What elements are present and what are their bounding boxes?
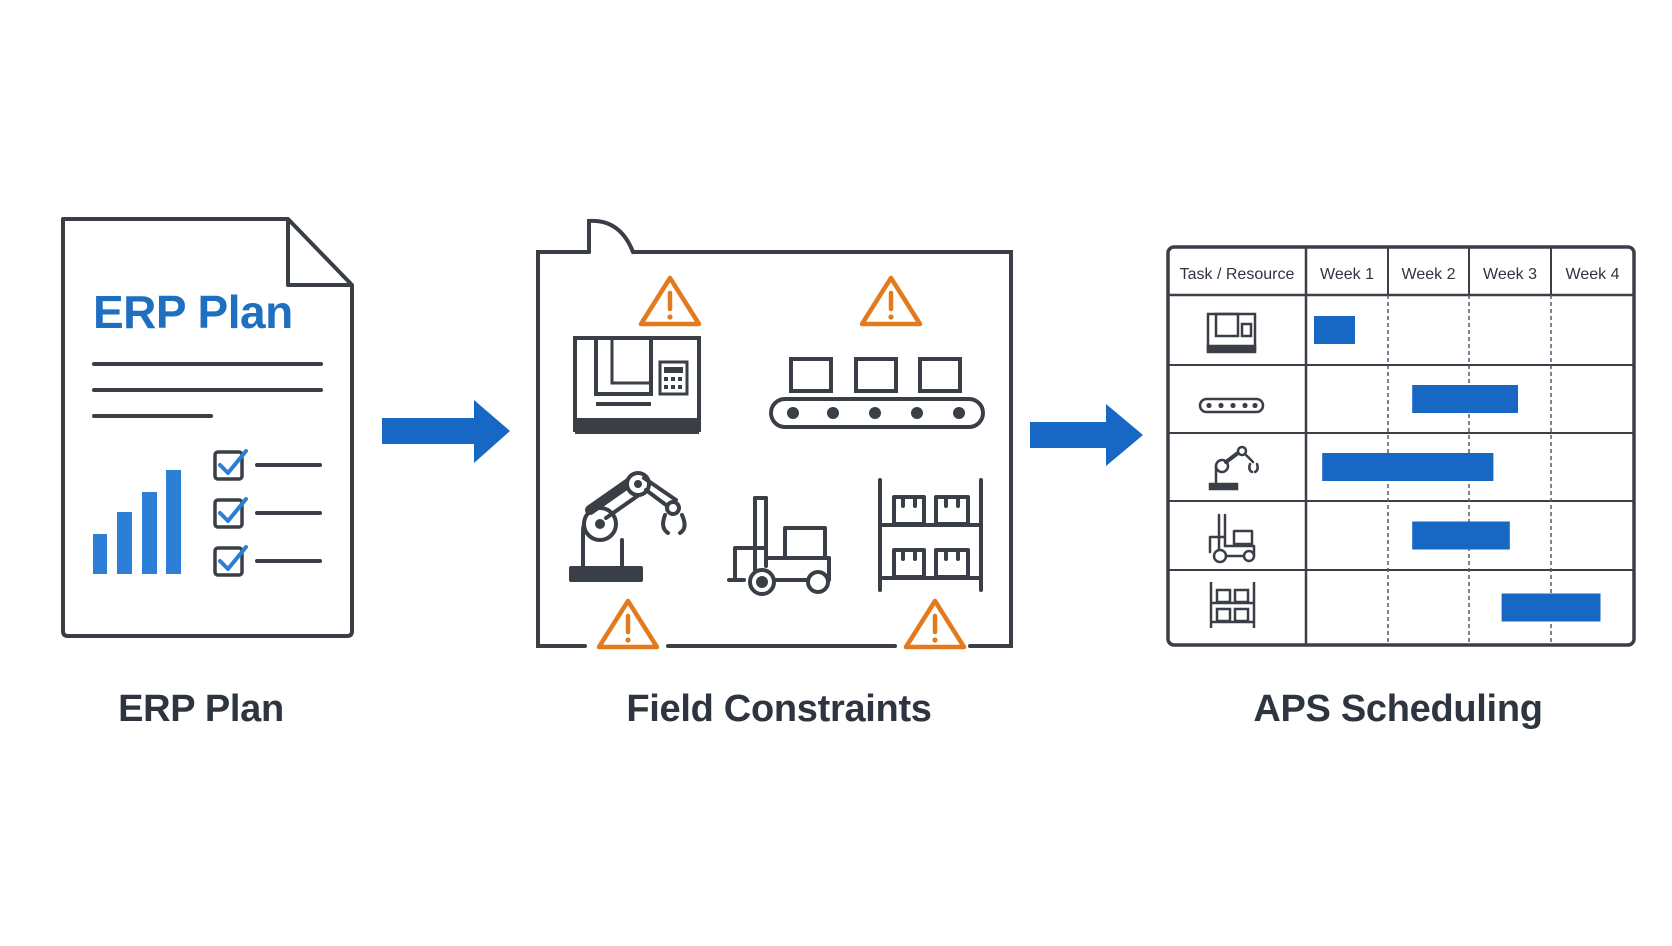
erp-document-icon xyxy=(61,217,354,638)
conveyor-icon xyxy=(1198,397,1265,414)
table-header-week-2: Week 2 xyxy=(1401,266,1456,283)
cnc-machine-icon xyxy=(1206,312,1257,354)
caption-aps-scheduling: APS Scheduling xyxy=(1253,688,1543,730)
table-header-week-4: Week 4 xyxy=(1565,266,1620,283)
gantt-bars xyxy=(1314,316,1601,622)
erp-doc-title: ERP Plan xyxy=(93,286,293,338)
arrow-right-icon xyxy=(1030,404,1143,466)
caption-field-constraints: Field Constraints xyxy=(626,688,932,730)
robot-arm-icon xyxy=(1208,445,1259,491)
table-header-task: Task / Resource xyxy=(1179,266,1295,283)
bar-chart-icon xyxy=(93,470,181,574)
gantt-table xyxy=(1166,245,1636,647)
gantt-bar xyxy=(1412,385,1518,413)
gantt-bar xyxy=(1412,521,1510,550)
warehouse-rack-icon xyxy=(1209,582,1256,628)
robot-arm-icon xyxy=(569,471,687,582)
warning-icon xyxy=(903,598,967,650)
gantt-bar xyxy=(1314,316,1355,344)
forklift-icon xyxy=(727,496,831,596)
warning-icon xyxy=(638,275,702,327)
warning-icon xyxy=(596,598,660,650)
warehouse-rack-icon xyxy=(878,478,983,592)
conveyor-icon xyxy=(769,357,985,429)
table-header-week-3: Week 3 xyxy=(1483,266,1537,283)
caption-erp-plan: ERP Plan xyxy=(118,688,284,730)
field-constraints-panel xyxy=(536,218,1013,648)
warning-icon xyxy=(859,275,923,327)
table-header-week-1: Week 1 xyxy=(1320,266,1374,283)
arrow-right-icon xyxy=(382,400,510,463)
gantt-bar xyxy=(1322,453,1494,481)
checklist-icon xyxy=(213,449,322,577)
forklift-icon xyxy=(1208,513,1256,564)
cnc-machine-icon xyxy=(573,336,701,434)
gantt-bar xyxy=(1501,593,1601,622)
